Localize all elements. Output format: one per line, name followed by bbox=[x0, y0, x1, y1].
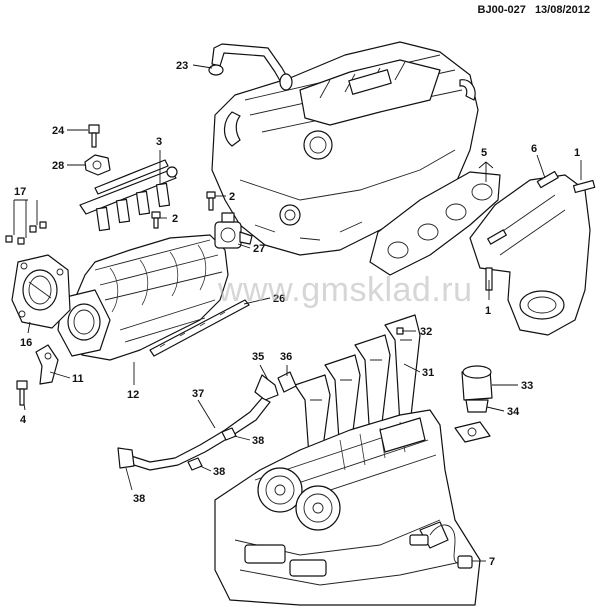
engine-head-assembly bbox=[211, 41, 479, 256]
breather-hose-part bbox=[208, 43, 293, 91]
exhaust-manifold-part bbox=[469, 170, 596, 336]
callout-1-stud: 1 bbox=[574, 147, 580, 159]
callout-37-coolant-pipe: 37 bbox=[192, 388, 204, 400]
callout-38-clip-lower: 38 bbox=[133, 493, 145, 505]
callout-38-clip-upper: 38 bbox=[252, 435, 264, 447]
throttle-body-part bbox=[5, 221, 71, 329]
callout-16-throttle-body: 16 bbox=[20, 337, 32, 349]
callout-27-egr-valve: 27 bbox=[253, 243, 265, 255]
callout-12-intake-manifold: 12 bbox=[127, 389, 139, 401]
callout-labels: 1 1 2 2 3 4 5 6 7 11 12 16 17 23 24 26 2… bbox=[14, 60, 580, 568]
exhaust-gasket-part bbox=[369, 171, 501, 276]
callout-26-gasket: 26 bbox=[273, 293, 285, 305]
watermark: www.gmsklad.ru bbox=[218, 271, 473, 309]
callout-24-bolt: 24 bbox=[52, 125, 65, 137]
leader-lines bbox=[13, 64, 582, 562]
bolt-and-sensor-parts bbox=[84, 124, 111, 176]
fuel-rail-part bbox=[79, 159, 178, 232]
diagram-code: BJ00-027 bbox=[477, 4, 526, 16]
callout-32-bolt: 32 bbox=[420, 326, 432, 338]
callout-11-bracket: 11 bbox=[72, 373, 84, 385]
diagram-date: 13/08/2012 bbox=[534, 4, 590, 16]
callout-23-hose: 23 bbox=[176, 60, 188, 72]
diagram-header: BJ00-027 13/08/2012 bbox=[478, 4, 590, 16]
throttle-bracket-part bbox=[16, 344, 59, 406]
callout-34-seal: 34 bbox=[507, 406, 520, 418]
callout-7-sensor: 7 bbox=[489, 556, 495, 568]
callout-31-coils: 31 bbox=[422, 367, 434, 379]
intake-manifold-part bbox=[57, 234, 229, 361]
callout-5-gasket: 5 bbox=[481, 147, 487, 159]
callout-4-bolt: 4 bbox=[20, 414, 27, 426]
callout-33-actuator: 33 bbox=[521, 380, 533, 392]
callout-38-clip-middle: 38 bbox=[213, 466, 225, 478]
callout-28-sensor: 28 bbox=[52, 160, 64, 172]
sensor-harness-part bbox=[409, 524, 473, 569]
callout-1-lower-stud: 1 bbox=[485, 305, 491, 317]
callout-35-hose-end: 35 bbox=[252, 351, 264, 363]
coolant-pipe-part bbox=[117, 371, 297, 491]
manifold-gasket-part bbox=[149, 299, 250, 357]
callout-36-clamp: 36 bbox=[280, 351, 292, 363]
camshaft-actuator-part bbox=[454, 365, 493, 443]
callout-17-bolts: 17 bbox=[14, 186, 26, 198]
callout-2-egr-bolt: 2 bbox=[229, 191, 235, 203]
egr-valve-part bbox=[151, 191, 253, 249]
callout-2-rail-bolt: 2 bbox=[172, 213, 178, 225]
callout-3-fuel-rail: 3 bbox=[156, 136, 162, 148]
callout-6-exhaust-manifold: 6 bbox=[531, 143, 537, 155]
